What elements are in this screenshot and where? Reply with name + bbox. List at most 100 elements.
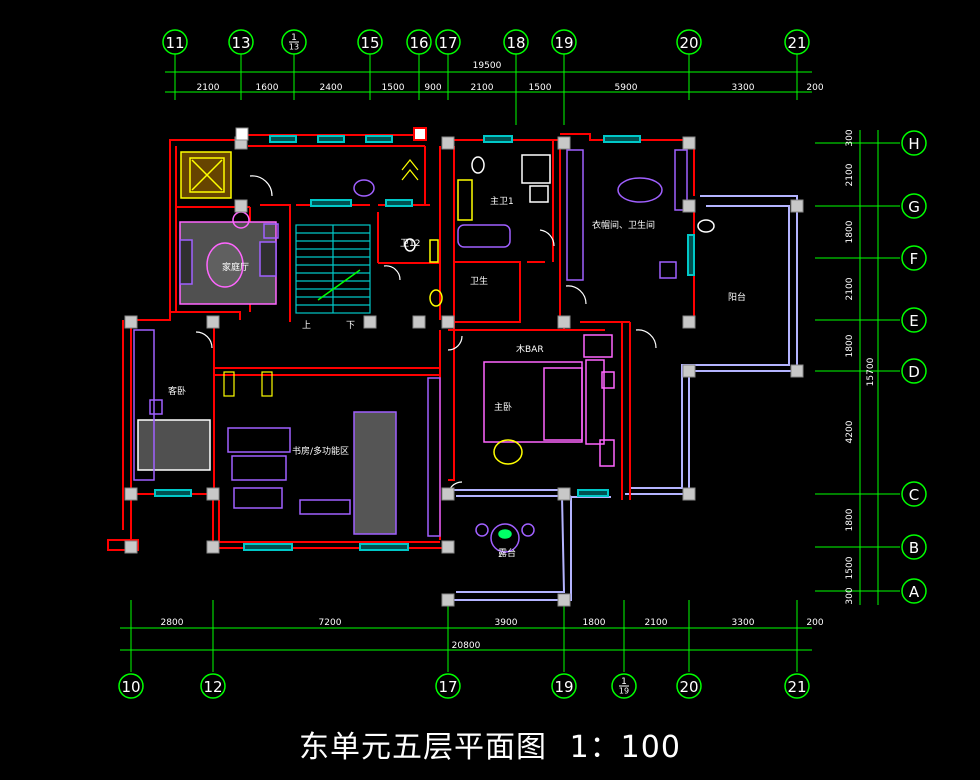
axis-label: F: [910, 250, 919, 268]
column: [206, 540, 220, 554]
dimension-text: 3300: [732, 618, 755, 628]
stair-up-label: 上: [302, 320, 311, 331]
dimension-text: 2100: [197, 83, 220, 93]
dimension-text: 2800: [161, 618, 184, 628]
column: [557, 136, 571, 150]
dimension-text: 300: [845, 587, 855, 604]
column: [124, 315, 138, 329]
room-label: 阳台: [728, 291, 746, 303]
column: [413, 127, 427, 141]
room-label: 卫生: [470, 275, 488, 287]
axis-label: 13: [231, 34, 250, 52]
axis-bubble: 13: [228, 29, 254, 55]
column: [124, 540, 138, 554]
axis-label: 11: [165, 34, 184, 52]
axis-bubble: 15: [357, 29, 383, 55]
doors: [195, 159, 657, 497]
axis-bubble: C: [901, 481, 927, 507]
axis-label: 21: [787, 34, 806, 52]
column: [206, 315, 220, 329]
dimension-text: 3900: [495, 618, 518, 628]
column: [682, 199, 696, 213]
axis-bubble: E: [901, 307, 927, 333]
column: [206, 487, 220, 501]
axis-bubble: F: [901, 245, 927, 271]
axis-label: C: [909, 486, 919, 504]
dimension-text: 1800: [845, 508, 855, 531]
axis-label: 10: [121, 678, 140, 696]
axis-label: 21: [787, 678, 806, 696]
drawing-scale: 1：100: [569, 730, 681, 765]
axis-label: A: [909, 583, 920, 601]
axis-label: G: [908, 198, 920, 216]
axis-label: E: [909, 312, 918, 330]
axis-label: 19: [554, 34, 573, 52]
column: [124, 487, 138, 501]
axis-bubble: 20: [676, 673, 702, 699]
axis-bubble: 19: [551, 29, 577, 55]
axis-bubble: 11: [162, 29, 188, 55]
axis-bubble: 10: [118, 673, 144, 699]
dimension-text: 1600: [256, 83, 279, 93]
room-label: 客卧: [168, 385, 186, 397]
axis-bubble: 17: [435, 29, 461, 55]
axis-bubbles-right: H G F E D C B A: [901, 130, 927, 604]
column: [441, 136, 455, 150]
axis-label: 1: [621, 677, 627, 687]
axis-label: 18: [506, 34, 525, 52]
axis-bubble: H: [901, 130, 927, 156]
room-label: 露台: [498, 547, 516, 559]
stair-down-label: 下: [346, 321, 355, 331]
axis-bubble: 16: [406, 29, 432, 55]
dimension-text: 5900: [615, 83, 638, 93]
column: [557, 487, 571, 501]
dimension-text: 2100: [845, 277, 855, 300]
axis-label-sub: 19: [619, 687, 629, 696]
axis-bubble: A: [901, 578, 927, 604]
windows: [154, 135, 695, 551]
dimension-text: 1800: [845, 220, 855, 243]
column: [557, 593, 571, 607]
axis-label: 20: [679, 34, 698, 52]
column: [441, 487, 455, 501]
column: [557, 315, 571, 329]
drawing-caption: 东单元五层平面图 1：100: [0, 722, 980, 766]
column: [234, 199, 248, 213]
room-label: 木BAR: [516, 343, 544, 355]
axis-label: D: [908, 363, 920, 381]
axis-bubble: 19: [551, 673, 577, 699]
dimension-total-bottom: 20800: [452, 641, 481, 651]
furniture: [133, 149, 715, 553]
axis-grid-lines: [120, 58, 900, 672]
dimension-text: 2100: [471, 83, 494, 93]
structural-columns: [124, 127, 804, 607]
dimension-text: 200: [806, 83, 823, 93]
axis-bubble: 18: [503, 29, 529, 55]
column: [441, 315, 455, 329]
column: [790, 364, 804, 378]
axis-bubble: 20: [676, 29, 702, 55]
column: [363, 315, 377, 329]
drawing-title: 东单元五层平面图: [299, 730, 548, 765]
axis-bubble: B: [901, 534, 927, 560]
room-labels: 主卫1 衣帽间、卫生间 家庭厅 卫12 阳台 卫生 木BAR 客卧 主卧 书房/…: [168, 195, 746, 559]
axis-label: 12: [203, 678, 222, 696]
axis-bubble: G: [901, 193, 927, 219]
axis-bubble: 21: [784, 673, 810, 699]
axis-bubble: 12: [200, 673, 226, 699]
room-label: 家庭厅: [222, 261, 249, 273]
dimension-total-top: 19500: [473, 61, 502, 71]
dimension-text: 200: [806, 618, 823, 628]
room-label: 主卧: [494, 401, 512, 413]
column: [682, 364, 696, 378]
axis-label: H: [908, 135, 919, 153]
column: [682, 487, 696, 501]
dimension-text: 1500: [382, 83, 405, 93]
room-label: 主卫1: [490, 195, 514, 207]
room-label: 卫12: [400, 239, 420, 249]
axis-label: 17: [438, 678, 457, 696]
